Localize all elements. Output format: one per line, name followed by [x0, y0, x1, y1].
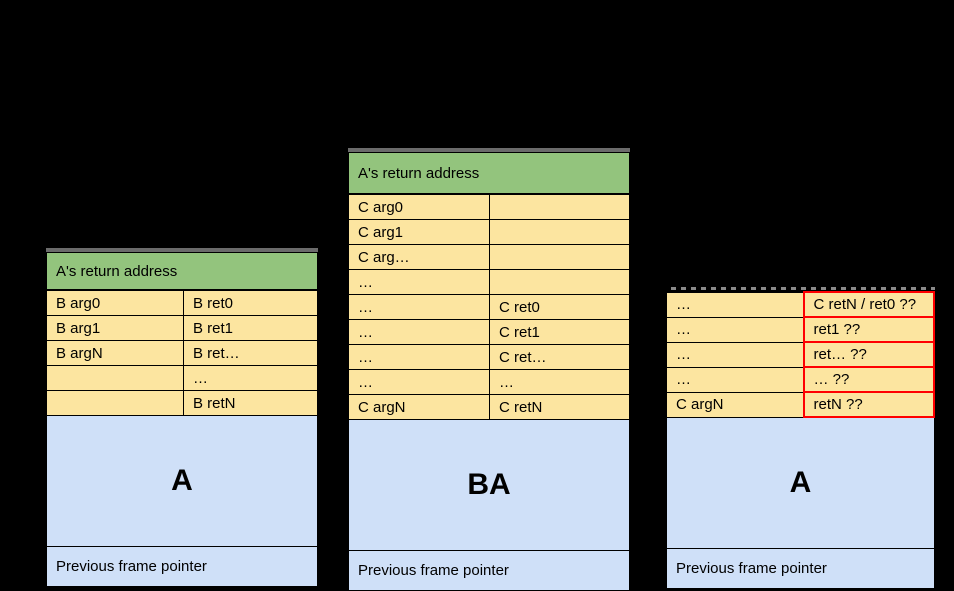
- slot-ret: …: [183, 365, 318, 391]
- table-row: … C ret0: [348, 294, 630, 320]
- frame-body-left: A: [46, 416, 318, 547]
- table-row: … C ret…: [348, 344, 630, 370]
- slot-arg: …: [666, 341, 804, 368]
- table-row: B argN B ret…: [46, 340, 318, 366]
- slot-arg: …: [666, 366, 804, 393]
- slot-arg: [46, 365, 184, 391]
- slot-ret: B retN: [183, 390, 318, 416]
- frame-body-middle: BA: [348, 420, 630, 551]
- slot-table-left: B arg0 B ret0 B arg1 B ret1 B argN B ret…: [46, 290, 318, 416]
- stack-top-edge-dashed-right: [666, 287, 935, 290]
- table-row: C argN C retN: [348, 394, 630, 420]
- table-row: B retN: [46, 390, 318, 416]
- table-row: B arg1 B ret1: [46, 315, 318, 341]
- previous-frame-pointer-left: Previous frame pointer: [46, 547, 318, 587]
- slot-arg: …: [348, 369, 490, 395]
- table-row: … …: [348, 369, 630, 395]
- slot-arg: …: [348, 269, 490, 295]
- stack-frame-middle: A's return address C arg0 C arg1 C arg… …: [348, 148, 630, 591]
- slot-arg: B arg0: [46, 290, 184, 316]
- slot-arg: …: [348, 319, 490, 345]
- slot-ret: [489, 244, 630, 270]
- slot-ret-unknown: … ??: [802, 366, 935, 393]
- slot-arg: C arg…: [348, 244, 490, 270]
- slot-ret: …: [489, 369, 630, 395]
- slot-arg: …: [348, 294, 490, 320]
- table-row: … C ret1: [348, 319, 630, 345]
- slot-ret: C retN: [489, 394, 630, 420]
- slot-table-middle: C arg0 C arg1 C arg… … … C ret0 … C ret1…: [348, 194, 630, 420]
- slot-arg: C arg0: [348, 194, 490, 220]
- slot-ret-unknown: ret… ??: [802, 341, 935, 368]
- table-row: … ret… ??: [666, 341, 935, 368]
- slot-ret: B ret…: [183, 340, 318, 366]
- stack-top-edge-left: [46, 248, 318, 252]
- table-row: … C retN / ret0 ??: [666, 291, 935, 318]
- table-row: … ret1 ??: [666, 316, 935, 343]
- slot-arg: B arg1: [46, 315, 184, 341]
- slot-arg: C argN: [666, 391, 804, 418]
- slot-ret: B ret1: [183, 315, 318, 341]
- previous-frame-pointer-middle: Previous frame pointer: [348, 551, 630, 591]
- slot-ret: C ret0: [489, 294, 630, 320]
- slot-arg: [46, 390, 184, 416]
- slot-arg: …: [348, 344, 490, 370]
- slot-ret: [489, 219, 630, 245]
- slot-ret: [489, 269, 630, 295]
- slot-ret: C ret1: [489, 319, 630, 345]
- stack-frame-left: A's return address B arg0 B ret0 B arg1 …: [46, 248, 318, 588]
- slot-arg: C arg1: [348, 219, 490, 245]
- slot-ret: [489, 194, 630, 220]
- table-row: C arg…: [348, 244, 630, 270]
- slot-ret-unknown: ret1 ??: [802, 316, 935, 343]
- frame-body-right: A: [666, 418, 935, 549]
- table-row: …: [348, 269, 630, 295]
- table-row: …: [46, 365, 318, 391]
- stack-frame-right: … C retN / ret0 ?? … ret1 ?? … ret… ?? ……: [666, 287, 935, 589]
- stack-top-edge-middle: [348, 148, 630, 152]
- table-row: C argN retN ??: [666, 391, 935, 418]
- previous-frame-pointer-right: Previous frame pointer: [666, 549, 935, 589]
- slot-table-right: … C retN / ret0 ?? … ret1 ?? … ret… ?? ……: [666, 291, 935, 418]
- table-row: C arg1: [348, 219, 630, 245]
- slot-ret: C ret…: [489, 344, 630, 370]
- table-row: B arg0 B ret0: [46, 290, 318, 316]
- table-row: C arg0: [348, 194, 630, 220]
- slot-ret-unknown: retN ??: [802, 391, 935, 418]
- slot-ret-unknown: C retN / ret0 ??: [802, 291, 935, 318]
- slot-arg: …: [666, 316, 804, 343]
- table-row: … … ??: [666, 366, 935, 393]
- slot-arg: C argN: [348, 394, 490, 420]
- return-address-header-middle: A's return address: [348, 152, 630, 194]
- return-address-header-left: A's return address: [46, 252, 318, 290]
- slot-ret: B ret0: [183, 290, 318, 316]
- slot-arg: …: [666, 291, 804, 318]
- slot-arg: B argN: [46, 340, 184, 366]
